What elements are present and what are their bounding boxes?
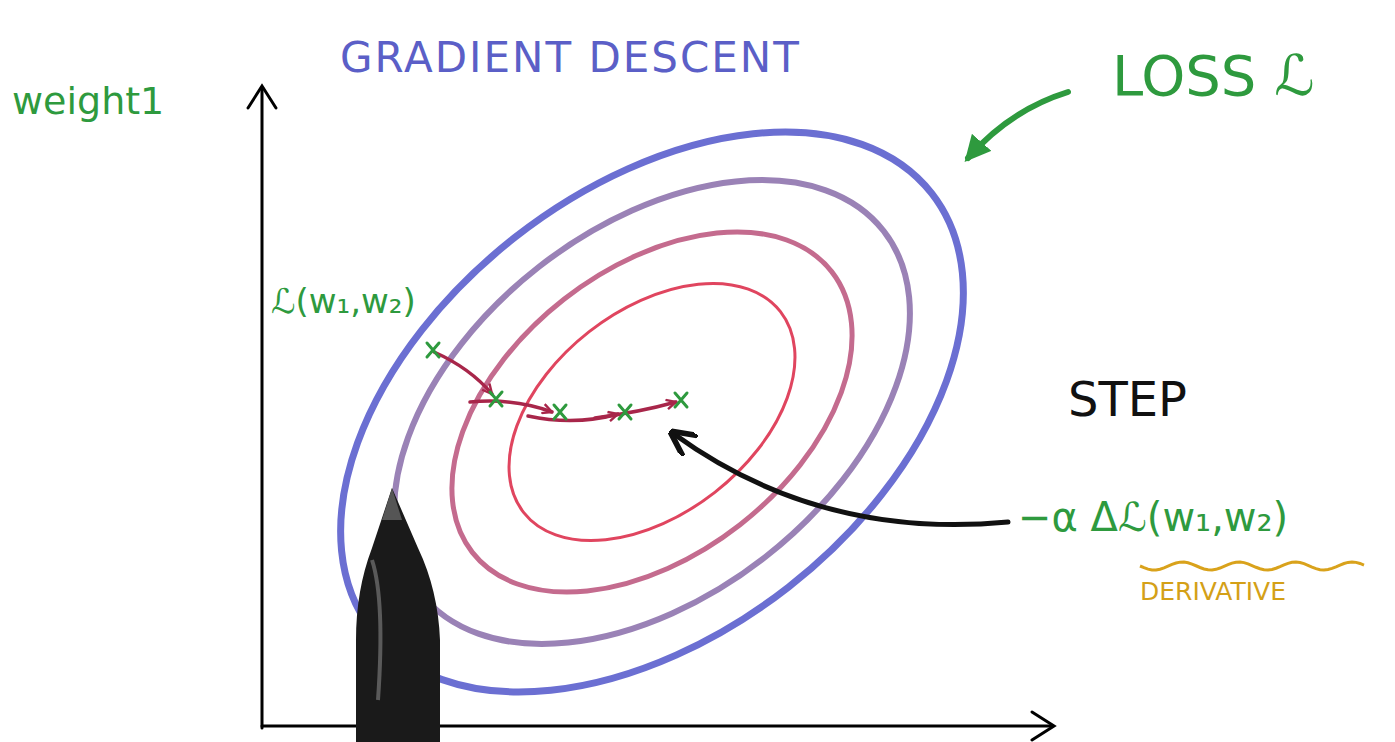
step-marks [427,343,687,419]
step-label: STEP [1068,372,1187,427]
contour-ellipse [461,231,843,592]
contour-ellipse [236,19,1069,742]
x-mark [490,392,502,406]
x-axis-head [1032,712,1054,740]
contour-ellipse [384,159,919,665]
step-arrow [595,402,676,418]
descent-steps [434,352,676,421]
x-mark [675,393,687,407]
pen [356,488,440,742]
y-axis [261,88,264,728]
x-mark [554,405,566,419]
y-axis-head [248,86,276,108]
diagram-title: GRADIENT DESCENT [340,34,801,82]
x-mark [427,343,439,357]
loss-label: LOSS ℒ [1112,44,1315,108]
wavy-underline [1140,562,1364,570]
step-pointer [674,434,1008,525]
loss-pointer [968,92,1068,158]
step-arrow [434,352,492,394]
function-label: ℒ(w₁,w₂) [268,282,419,321]
derivative-note: DERIVATIVE [1140,578,1286,607]
loss-contours [236,19,1069,742]
x-mark [619,405,631,419]
axis-label: weight1 [12,80,164,124]
step-arrow [470,401,552,412]
update-formula: −α Δℒ(w₁,w₂) [1018,494,1288,540]
